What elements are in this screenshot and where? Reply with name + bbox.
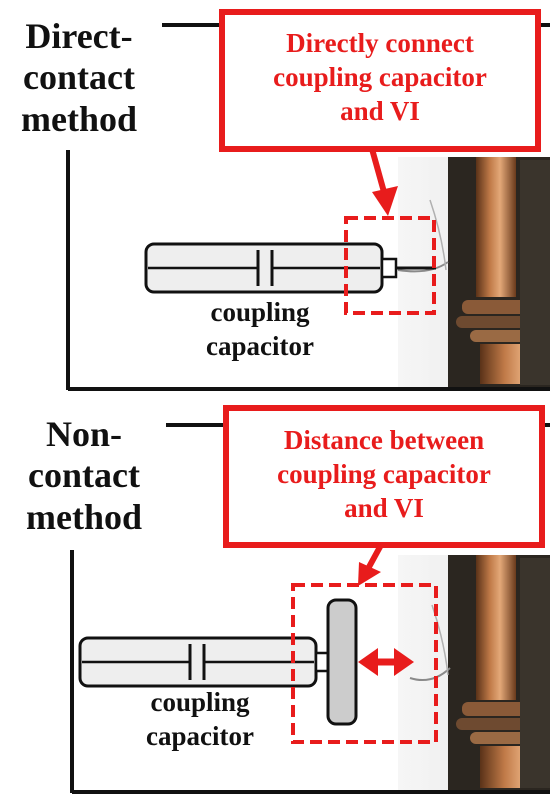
coupling-capacitor-label: coupling capacitor <box>146 687 254 751</box>
callout-box <box>223 405 545 548</box>
callout-arrow-shaft <box>369 148 387 193</box>
callout-arrow-head <box>358 562 381 586</box>
method-label: Non- contact method <box>26 414 142 537</box>
coupling-capacitor-label: coupling capacitor <box>206 297 314 361</box>
contact-focus-box <box>344 216 436 315</box>
method-label: Direct- contact method <box>21 16 137 139</box>
distance-arrow <box>358 648 414 676</box>
non-contact-panel: Non- contact method Distance between cou… <box>0 400 550 801</box>
coupling-electrode-disc <box>326 598 358 726</box>
direct-contact-drawing <box>66 9 550 391</box>
callout-box <box>219 9 541 152</box>
vacuum-interrupter-image <box>397 157 550 387</box>
coupling-capacitor-body <box>78 636 330 688</box>
callout-text: Directly connect coupling capacitor and … <box>273 28 487 126</box>
callout-arrow-shaft <box>366 543 384 569</box>
callout-arrow-head <box>372 186 398 216</box>
coupling-capacitor-body <box>144 242 436 294</box>
callout-text: Distance between coupling capacitor and … <box>277 425 491 523</box>
non-contact-drawing <box>70 405 550 794</box>
vacuum-interrupter-image <box>398 555 550 790</box>
gap-focus-box <box>291 583 438 744</box>
direct-contact-panel: Direct- contact method Directly connect … <box>0 0 550 400</box>
